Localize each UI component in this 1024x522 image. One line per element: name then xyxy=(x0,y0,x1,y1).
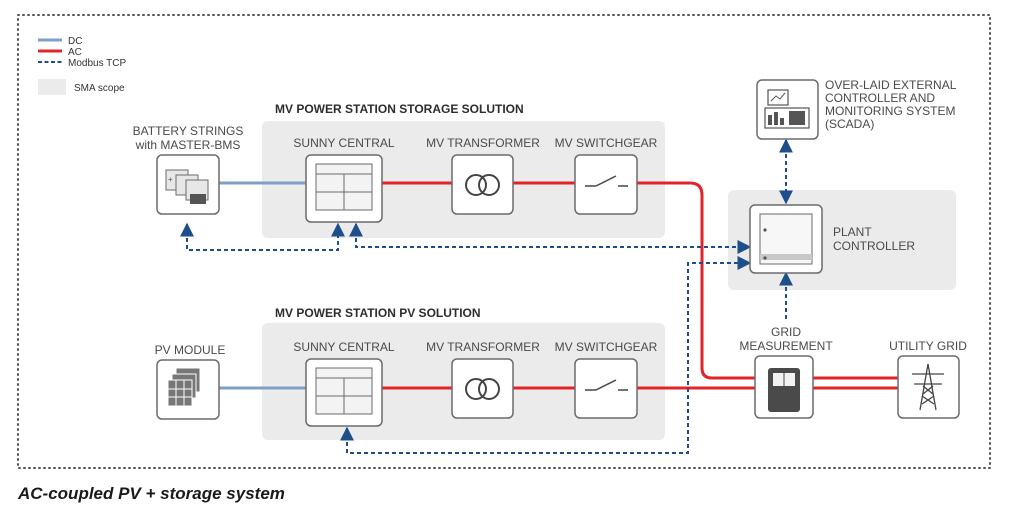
storage-sunny-central-icon xyxy=(305,154,383,223)
modbus-battery-sunny-central xyxy=(180,222,345,251)
legend-scope-label: SMA scope xyxy=(74,83,125,94)
legend-dc-label: DC xyxy=(68,36,82,47)
pv-mv-switchgear-icon xyxy=(574,358,638,419)
legend-scope-swatch xyxy=(38,79,66,95)
grid-measurement-icon xyxy=(754,355,814,419)
battery-label-2: with MASTER-BMS xyxy=(135,138,241,152)
modbus-sunny-central-plant-controller xyxy=(349,222,752,254)
diagram-caption: AC-coupled PV + storage system xyxy=(18,484,285,503)
grid-measurement-label-1: GRID xyxy=(771,325,801,339)
scada-label-1: OVER-LAID EXTERNAL xyxy=(825,78,957,92)
legend-modbus-label: Modbus TCP xyxy=(68,58,127,69)
scada-monitor-icon xyxy=(756,79,819,140)
modbus-pv-sunny-central-plant-controller xyxy=(340,256,752,454)
scada-label-4: (SCADA) xyxy=(825,117,874,131)
utility-grid-tower-icon xyxy=(897,355,960,419)
storage-mv-switchgear-label: MV SWITCHGEAR xyxy=(555,136,658,150)
legend-ac-label: AC xyxy=(68,47,82,58)
pv-module-icon xyxy=(156,359,220,420)
pv-mv-transformer-icon xyxy=(451,358,514,419)
grid-measurement-label-2: MEASUREMENT xyxy=(739,339,833,353)
diagram-frame xyxy=(17,14,991,469)
plant-controller-label-1: PLANT xyxy=(833,225,872,239)
plant-controller-label-2: CONTROLLER xyxy=(833,239,915,253)
storage-mv-switchgear-icon xyxy=(574,154,638,215)
pv-section-title: MV POWER STATION PV SOLUTION xyxy=(275,306,481,320)
storage-mv-transformer-label: MV TRANSFORMER xyxy=(426,136,540,150)
pv-mv-transformer-label: MV TRANSFORMER xyxy=(426,340,540,354)
storage-sunny-central-label: SUNNY CENTRAL xyxy=(293,136,394,150)
pv-module-label: PV MODULE xyxy=(155,343,226,357)
battery-strings-icon: + xyxy=(156,154,220,215)
scada-label-2: CONTROLLER AND xyxy=(825,91,935,105)
battery-label-1: BATTERY STRINGS xyxy=(133,124,244,138)
pv-sunny-central-label: SUNNY CENTRAL xyxy=(293,340,394,354)
legend: DC AC Modbus TCP SMA scope xyxy=(38,36,127,95)
svg-text:+: + xyxy=(168,175,173,184)
storage-mv-transformer-icon xyxy=(451,154,514,215)
pv-mv-switchgear-label: MV SWITCHGEAR xyxy=(555,340,658,354)
utility-grid-label: UTILITY GRID xyxy=(889,339,967,353)
scada-label-3: MONITORING SYSTEM xyxy=(825,104,955,118)
pv-sunny-central-icon xyxy=(305,358,383,427)
storage-section-title: MV POWER STATION STORAGE SOLUTION xyxy=(275,102,524,116)
plant-controller-icon xyxy=(749,204,823,274)
